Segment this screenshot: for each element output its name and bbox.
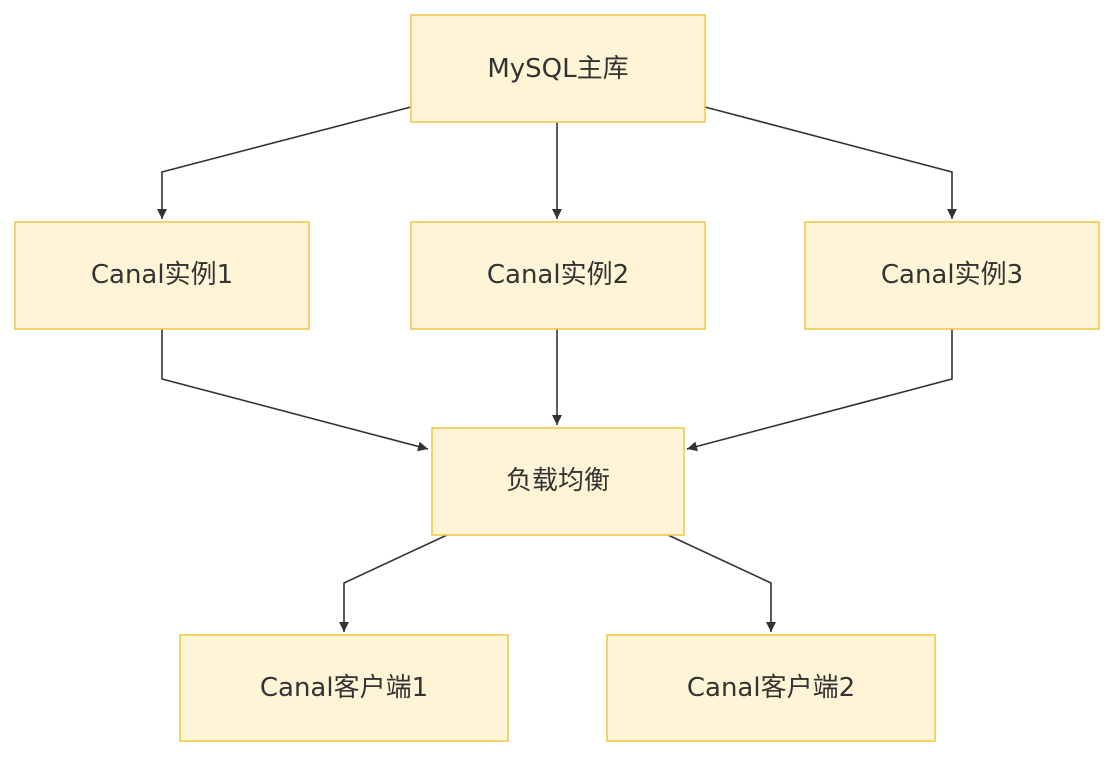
node-label: Canal客户端1 [260, 673, 428, 703]
node-canal-instance-2: Canal实例2 [410, 221, 706, 330]
node-mysql-master: MySQL主库 [410, 14, 706, 123]
edge-mysql-to-instance3 [704, 106, 957, 219]
edge-instance3-to-loadbalancer [686, 329, 953, 452]
node-label: 负载均衡 [506, 466, 610, 496]
node-canal-client-2: Canal客户端2 [606, 634, 936, 742]
edge-mysql-to-instance1 [157, 106, 412, 219]
edge-loadbalancer-to-client1 [339, 534, 448, 632]
node-canal-client-1: Canal客户端1 [179, 634, 509, 742]
node-label: Canal实例3 [881, 260, 1023, 290]
node-label: Canal客户端2 [687, 673, 855, 703]
node-load-balancer: 负载均衡 [431, 427, 685, 536]
node-label: MySQL主库 [487, 54, 628, 84]
node-canal-instance-3: Canal实例3 [804, 221, 1100, 330]
edge-instance1-to-loadbalancer [161, 329, 429, 452]
node-label: Canal实例1 [91, 260, 233, 290]
node-canal-instance-1: Canal实例1 [14, 221, 310, 330]
edges [157, 106, 957, 632]
edge-loadbalancer-to-client2 [667, 534, 776, 632]
node-label: Canal实例2 [487, 260, 629, 290]
